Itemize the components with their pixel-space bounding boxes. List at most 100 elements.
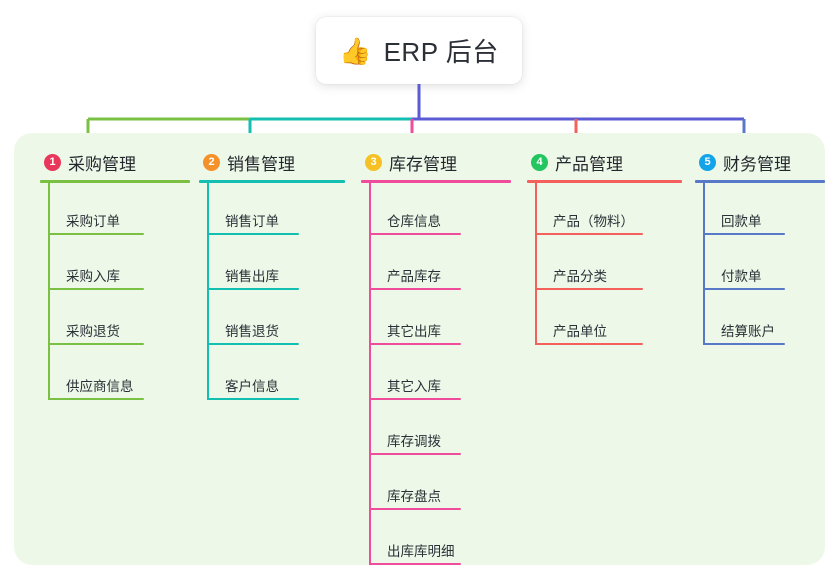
leaf-item[interactable]: 库存盘点 [361, 458, 511, 513]
leaf-item[interactable]: 采购订单 [40, 183, 190, 238]
leaf-label: 结算账户 [721, 324, 775, 339]
leaf-underline [369, 398, 461, 400]
leaf-label: 库存盘点 [387, 489, 441, 504]
leaf-item[interactable]: 库存调拨 [361, 403, 511, 458]
leaf-spine-2 [207, 183, 209, 400]
leaf-list-3: 仓库信息产品库存其它出库其它入库库存调拨库存盘点出库库明细 [361, 183, 511, 568]
leaf-underline [535, 233, 643, 235]
root-title: ERP 后台 [383, 37, 499, 67]
leaf-label: 其它出库 [387, 324, 441, 339]
leaf-spine-5 [703, 183, 705, 345]
leaf-label: 销售退货 [225, 324, 279, 339]
leaf-underline [48, 233, 144, 235]
branch-badge-2: 2 [203, 153, 220, 171]
leaf-item[interactable]: 销售订单 [199, 183, 345, 238]
thumbs-up-icon: 👍 [339, 35, 372, 66]
leaf-underline [48, 288, 144, 290]
leaf-label: 销售出库 [225, 269, 279, 284]
leaf-label: 销售订单 [225, 214, 279, 229]
leaf-label: 仓库信息 [387, 214, 441, 229]
leaf-underline [369, 233, 461, 235]
branch-title-2: 销售管理 [227, 154, 295, 174]
branch-underline-5 [695, 180, 825, 183]
branch-title-4: 产品管理 [555, 154, 623, 174]
leaf-label: 产品（物料） [553, 214, 634, 229]
branch-column-5: 5 财务管理回款单付款单结算账户 [695, 148, 825, 348]
leaf-underline [535, 288, 643, 290]
leaf-label: 产品分类 [553, 269, 607, 284]
branch-column-2: 2 销售管理销售订单销售出库销售退货客户信息 [199, 148, 345, 403]
leaf-item[interactable]: 产品库存 [361, 238, 511, 293]
branch-underline-3 [361, 180, 511, 183]
leaf-item[interactable]: 付款单 [695, 238, 825, 293]
branch-header-2[interactable]: 2 销售管理 [199, 148, 345, 176]
leaf-label: 付款单 [721, 269, 762, 284]
leaf-list-4: 产品（物料） 产品分类产品单位 [527, 183, 682, 348]
leaf-underline [369, 288, 461, 290]
branch-header-3[interactable]: 3 库存管理 [361, 148, 511, 176]
leaf-item[interactable]: 销售退货 [199, 293, 345, 348]
leaf-spine-1 [48, 183, 50, 400]
leaf-label: 其它入库 [387, 379, 441, 394]
leaf-label: 产品库存 [387, 269, 441, 284]
leaf-list-2: 销售订单销售出库销售退货客户信息 [199, 183, 345, 403]
leaf-underline [703, 233, 785, 235]
branch-column-1: 1 采购管理采购订单采购入库采购退货供应商信息 [40, 148, 190, 403]
branch-badge-1: 1 [44, 153, 61, 171]
branch-header-1[interactable]: 1 采购管理 [40, 148, 190, 176]
branch-underline-4 [527, 180, 682, 183]
branch-panel: 1 采购管理采购订单采购入库采购退货供应商信息 2 销售管理销售订单销售出库销售退货客… [14, 133, 825, 565]
branch-badge-4: 4 [531, 153, 548, 171]
leaf-underline [369, 563, 461, 565]
leaf-list-1: 采购订单采购入库采购退货供应商信息 [40, 183, 190, 403]
leaf-label: 采购订单 [66, 214, 120, 229]
leaf-item[interactable]: 产品分类 [527, 238, 682, 293]
leaf-underline [703, 288, 785, 290]
leaf-label: 回款单 [721, 214, 762, 229]
leaf-underline [703, 343, 785, 345]
branch-badge-5: 5 [699, 153, 716, 171]
leaf-label: 客户信息 [225, 379, 279, 394]
leaf-underline [207, 398, 299, 400]
leaf-underline [48, 343, 144, 345]
branch-title-1: 采购管理 [68, 154, 136, 174]
root-node[interactable]: 👍 ERP 后台 [316, 17, 522, 84]
leaf-item[interactable]: 产品单位 [527, 293, 682, 348]
leaf-item[interactable]: 客户信息 [199, 348, 345, 403]
branch-header-4[interactable]: 4 产品管理 [527, 148, 682, 176]
leaf-item[interactable]: 结算账户 [695, 293, 825, 348]
leaf-underline [535, 343, 643, 345]
leaf-label: 出库库明细 [387, 544, 455, 559]
leaf-label: 库存调拨 [387, 434, 441, 449]
leaf-item[interactable]: 其它入库 [361, 348, 511, 403]
branch-underline-1 [40, 180, 190, 183]
leaf-spine-3 [369, 183, 371, 565]
branch-header-5[interactable]: 5 财务管理 [695, 148, 825, 176]
leaf-spine-4 [535, 183, 537, 345]
leaf-item[interactable]: 产品（物料） [527, 183, 682, 238]
leaf-underline [207, 233, 299, 235]
leaf-list-5: 回款单付款单结算账户 [695, 183, 825, 348]
branch-column-3: 3 库存管理仓库信息产品库存其它出库其它入库库存调拨库存盘点出库库明细 [361, 148, 511, 568]
leaf-item[interactable]: 采购入库 [40, 238, 190, 293]
leaf-item[interactable]: 仓库信息 [361, 183, 511, 238]
branch-title-5: 财务管理 [723, 154, 791, 174]
leaf-item[interactable]: 采购退货 [40, 293, 190, 348]
leaf-item[interactable]: 供应商信息 [40, 348, 190, 403]
leaf-underline [369, 453, 461, 455]
leaf-item[interactable]: 回款单 [695, 183, 825, 238]
leaf-underline [369, 343, 461, 345]
branch-badge-3: 3 [365, 153, 382, 171]
branch-column-4: 4 产品管理产品（物料） 产品分类产品单位 [527, 148, 682, 348]
branch-underline-2 [199, 180, 345, 183]
leaf-label: 产品单位 [553, 324, 607, 339]
leaf-underline [369, 508, 461, 510]
leaf-label: 采购入库 [66, 269, 120, 284]
leaf-underline [207, 288, 299, 290]
leaf-label: 采购退货 [66, 324, 120, 339]
leaf-underline [48, 398, 144, 400]
branch-title-3: 库存管理 [389, 154, 457, 174]
leaf-item[interactable]: 出库库明细 [361, 513, 511, 568]
leaf-item[interactable]: 其它出库 [361, 293, 511, 348]
leaf-item[interactable]: 销售出库 [199, 238, 345, 293]
